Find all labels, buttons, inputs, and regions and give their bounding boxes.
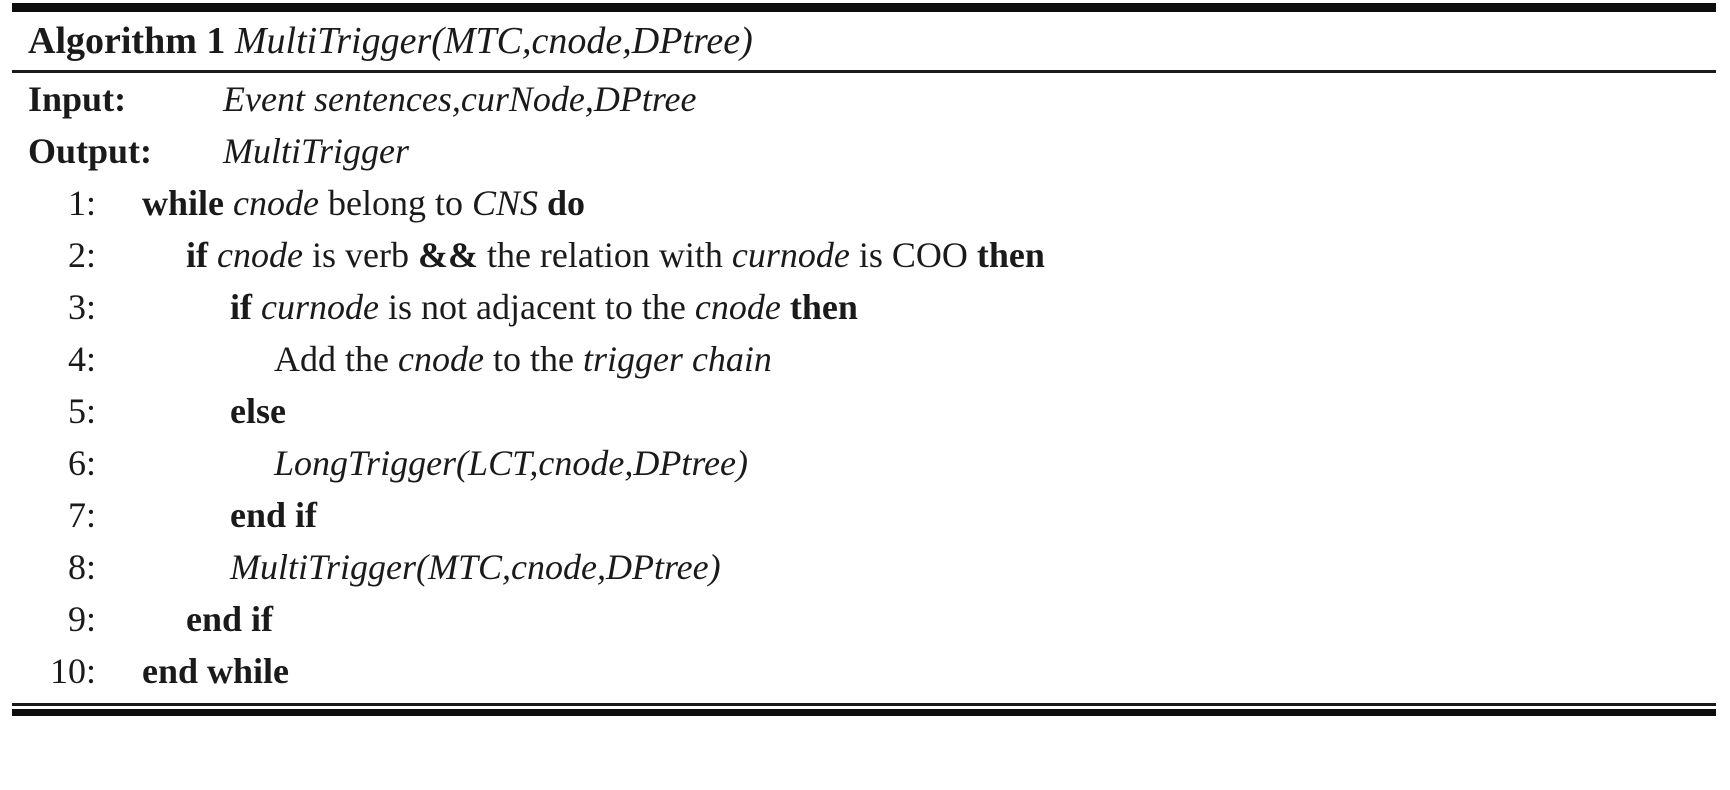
algorithm-step-number: 10: (49, 651, 96, 691)
algorithm-step-number: 4: (67, 339, 96, 379)
algorithm-step-token: then (976, 235, 1045, 275)
algorithm-step-number: 8: (67, 547, 96, 587)
algorithm-step-token: CNS (471, 183, 538, 223)
algorithm-step-token: do (547, 183, 586, 223)
algorithm-step-row: 4: Add the cnode to the trigger chain (12, 333, 1716, 385)
algorithm-title-space (225, 20, 235, 62)
algorithm-step-token: LongTrigger(LCT,cnode,DPtree) (274, 443, 748, 483)
algorithm-title-label: Algorithm 1 (28, 20, 226, 62)
algorithm-title: Algorithm 1 MultiTrigger(MTC,cnode,DPtre… (12, 12, 1716, 68)
algorithm-step-number: 9: (67, 599, 96, 639)
algorithm-output-value: MultiTrigger (223, 131, 410, 171)
algorithm-step-token: end while (142, 651, 290, 691)
algorithm-input-row: Input: Event sentences,curNode,DPtree (12, 73, 1716, 125)
algorithm-step-row: 8: MultiTrigger(MTC,cnode,DPtree) (12, 541, 1716, 593)
algorithm-step-token: if (230, 287, 252, 327)
algorithm-step-token: is not adjacent to the (378, 287, 695, 327)
algorithm-step-text: end while (108, 645, 1716, 697)
algorithm-step-token: curnode (731, 235, 850, 275)
algorithm-step-token: else (230, 391, 286, 431)
algorithm-step-number: 5: (67, 391, 96, 431)
algorithm-step-token: cnode (694, 287, 781, 327)
algorithm-step-text: MultiTrigger(MTC,cnode,DPtree) (108, 541, 1716, 593)
algorithm-step-token: end if (230, 495, 318, 535)
algorithm-step-number: 2: (67, 235, 96, 275)
algorithm-step-token: cnode (397, 339, 484, 379)
algorithm-step-row: 6: LongTrigger(LCT,cnode,DPtree) (12, 437, 1716, 489)
algorithm-step-token: end if (186, 599, 274, 639)
algorithm-step-text: if cnode is verb && the relation with cu… (108, 229, 1716, 281)
algorithm-step-text: end if (108, 489, 1716, 541)
algorithm-step-row: 9: end if (12, 593, 1716, 645)
algorithm-output-row: Output: MultiTrigger (12, 125, 1716, 177)
algorithm-input-value: Event sentences,curNode,DPtree (223, 79, 697, 119)
algorithm-title-rule (12, 70, 1716, 73)
algorithm-step-token: Add the (274, 339, 398, 379)
algorithm-bottom-thin-rule (12, 703, 1716, 706)
algorithm-step-text: while cnode belong to CNS do (108, 177, 1716, 229)
algorithm-step-text: Add the cnode to the trigger chain (108, 333, 1716, 385)
algorithm-step-token (224, 183, 233, 223)
algorithm-step-number: 1: (67, 183, 96, 223)
algorithm-step-row: 1: while cnode belong to CNS do (12, 177, 1716, 229)
algorithm-step-token: the relation with (477, 235, 732, 275)
algorithm-figure: Algorithm 1 MultiTrigger(MTC,cnode,DPtre… (0, 3, 1730, 790)
algorithm-step-token: if (186, 235, 208, 275)
algorithm-step-token: trigger chain (582, 339, 772, 379)
algorithm-bottom-thick-rule (12, 709, 1716, 716)
algorithm-step-token: is COO (849, 235, 977, 275)
algorithm-step-row: 7: end if (12, 489, 1716, 541)
algorithm-output-label: Output: (28, 131, 153, 171)
algorithm-step-token: is verb (302, 235, 418, 275)
algorithm-step-token: && (417, 235, 478, 275)
algorithm-step-token: while (142, 183, 225, 223)
algorithm-step-token: MultiTrigger(MTC,cnode,DPtree) (230, 547, 721, 587)
algorithm-top-rule (12, 3, 1716, 12)
algorithm-step-token: cnode (217, 235, 303, 275)
algorithm-step-row: 10: end while (12, 645, 1716, 697)
algorithm-step-number: 3: (67, 287, 96, 327)
algorithm-step-token (781, 287, 790, 327)
algorithm-steps: 1: while cnode belong to CNS do 2: if cnode… (12, 177, 1716, 697)
algorithm-step-token: then (789, 287, 858, 327)
algorithm-step-token (538, 183, 547, 223)
algorithm-step-token: curnode (261, 287, 379, 327)
algorithm-step-row: 2: if cnode is verb && the relation with … (12, 229, 1716, 281)
algorithm-step-text: else (108, 385, 1716, 437)
algorithm-step-number: 6: (67, 443, 96, 483)
algorithm-input-label: Input: (28, 79, 127, 119)
algorithm-step-token (252, 287, 261, 327)
algorithm-step-token: to the (483, 339, 583, 379)
algorithm-step-text: if curnode is not adjacent to the cnode … (108, 281, 1716, 333)
algorithm-step-row: 5: else (12, 385, 1716, 437)
algorithm-step-token: belong to (318, 183, 472, 223)
algorithm-step-token (208, 235, 217, 275)
algorithm-step-row: 3: if curnode is not adjacent to the cnod… (12, 281, 1716, 333)
algorithm-step-number: 7: (67, 495, 96, 535)
algorithm-step-text: end if (108, 593, 1716, 645)
algorithm-io-block: Input: Event sentences,curNode,DPtree Ou… (12, 73, 1716, 177)
algorithm-title-signature: MultiTrigger(MTC,cnode,DPtree) (234, 20, 753, 62)
algorithm-step-token: cnode (233, 183, 319, 223)
algorithm-step-text: LongTrigger(LCT,cnode,DPtree) (108, 437, 1716, 489)
